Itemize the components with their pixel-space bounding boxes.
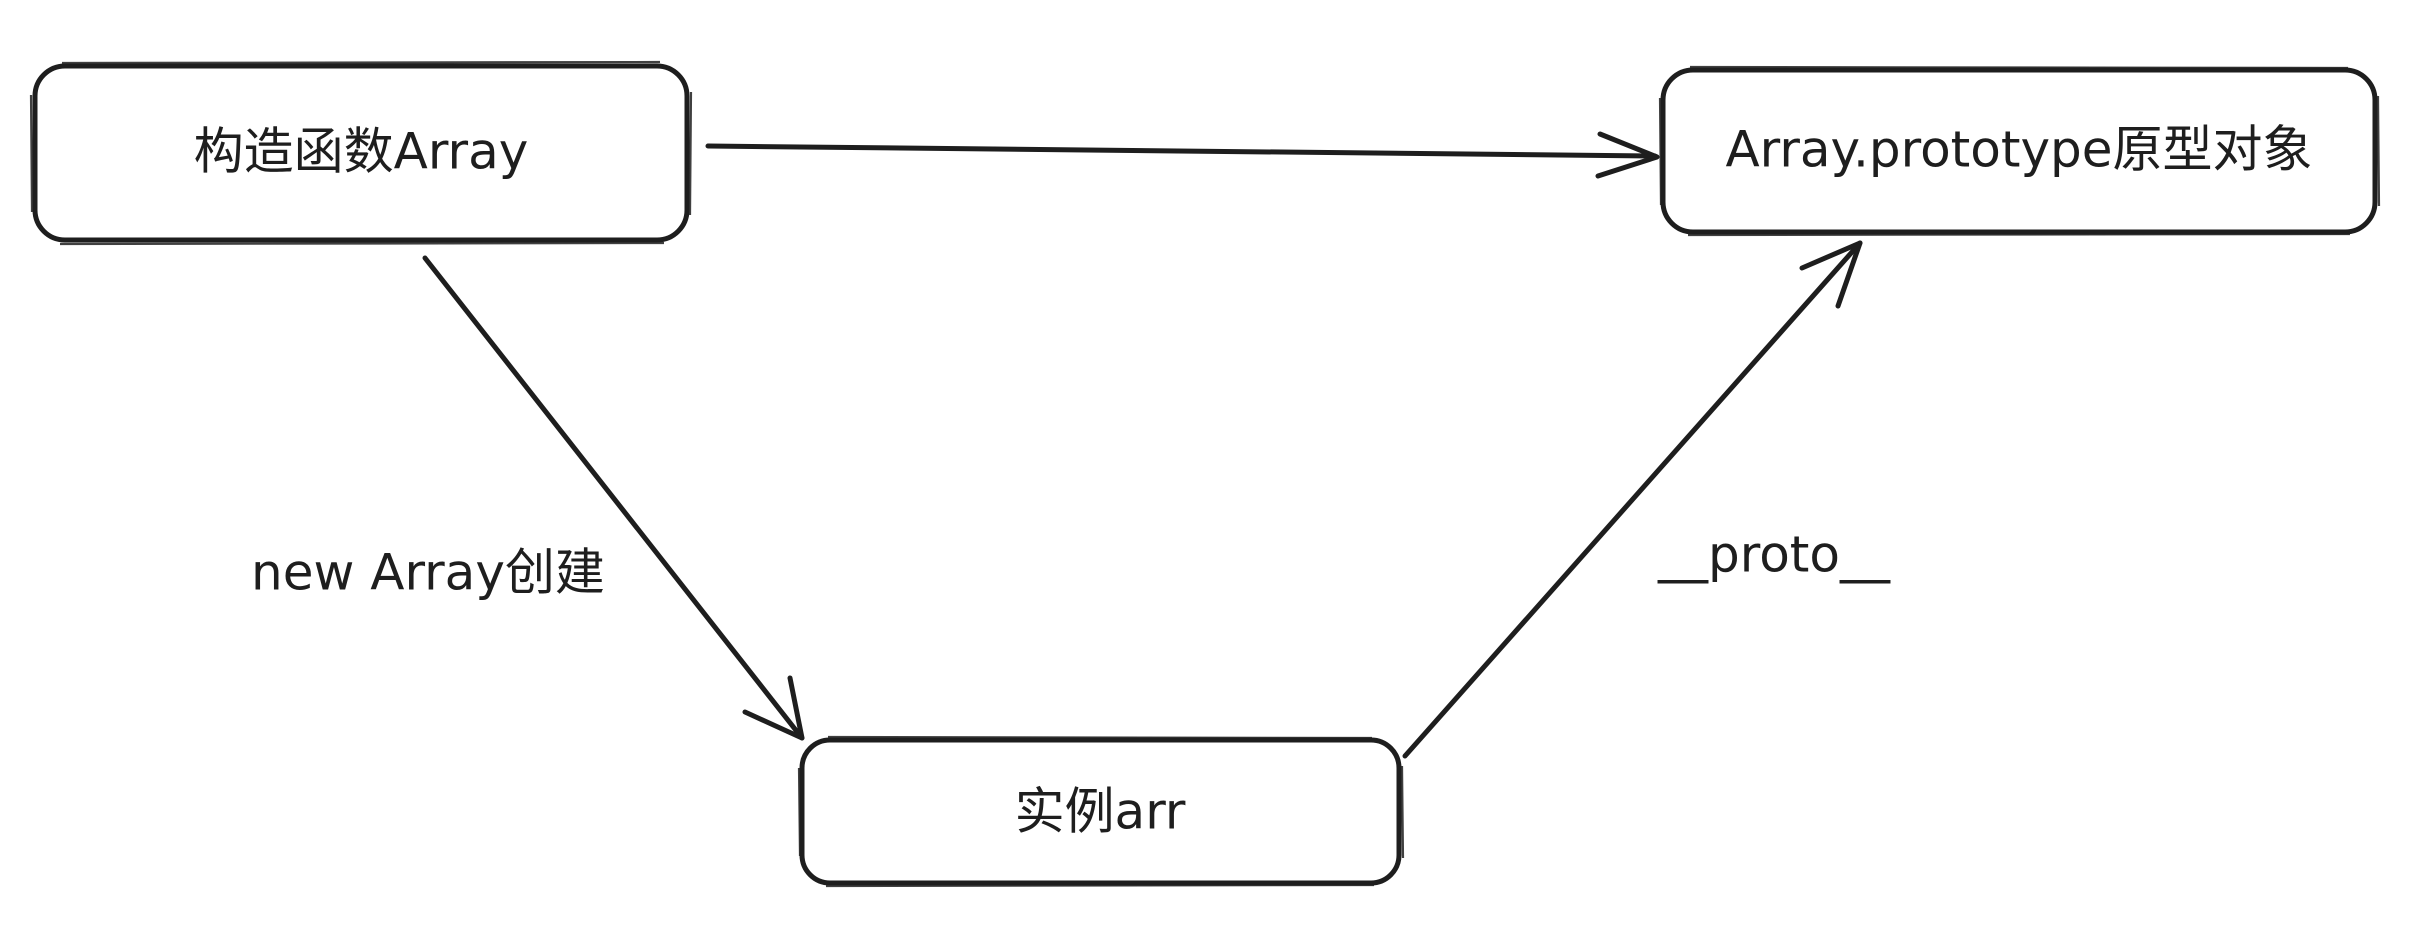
edge-instance-to-prototype[interactable]: __proto__ [1402,240,1891,759]
edge-constructor-to-instance[interactable]: new Array创建 [251,255,805,741]
edge-constructor-to-instance-label: new Array创建 [251,544,605,602]
node-prototype-box [1660,67,2378,235]
edge-constructor-to-prototype-arrowhead [1595,131,1660,179]
edge-instance-to-prototype-arrowhead [1799,240,1863,309]
edge-constructor-to-instance-arrowhead [742,675,805,741]
node-constructor-label: 构造函数Array [194,123,529,181]
node-prototype-sketch [1658,65,2381,237]
node-prototype[interactable]: Array.prototype原型对象 [1658,65,2381,237]
edge-constructor-to-prototype-line [705,143,1658,159]
node-instance-label: 实例arr [1015,783,1186,841]
node-prototype-label: Array.prototype原型对象 [1725,121,2312,179]
node-instance-box [799,737,1402,886]
node-instance-sketch [797,735,1405,888]
node-instance[interactable]: 实例arr [797,735,1405,888]
edge-constructor-to-instance-line [422,255,805,741]
edge-instance-to-prototype-label: __proto__ [1657,526,1891,584]
node-constructor-sketch [29,60,693,246]
edge-constructor-to-prototype[interactable] [705,131,1660,179]
node-constructor-box [32,63,690,243]
edge-instance-to-prototype-line [1402,240,1863,759]
node-constructor[interactable]: 构造函数Array [29,60,693,246]
